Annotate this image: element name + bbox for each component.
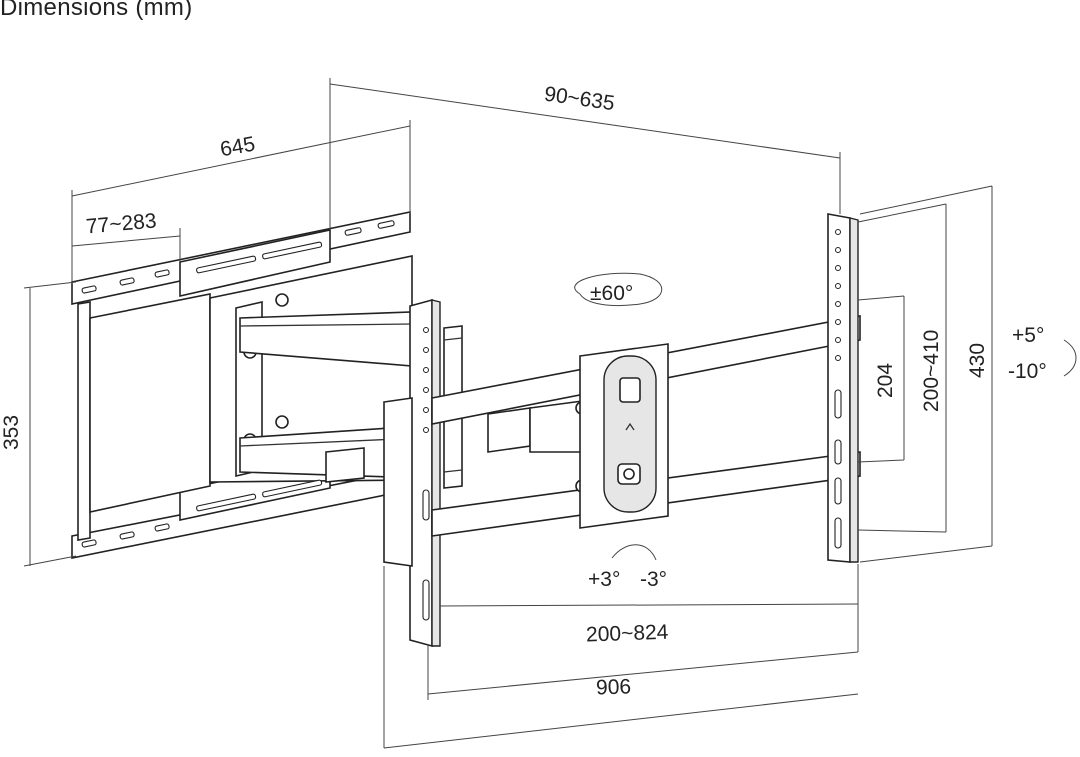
dim-77-283: 77~283 <box>85 209 157 238</box>
dim-906: 906 <box>596 675 632 699</box>
dim-90-635: 90~635 <box>543 83 616 116</box>
dimension-labels: 645 77~283 90~635 353 ±60° 200~824 906 2… <box>0 83 1047 700</box>
top-rail-slots <box>81 220 395 294</box>
dimension-lines <box>23 78 1077 749</box>
bottom-rail-slots <box>81 479 323 548</box>
dim-swivel: ±60° <box>590 282 633 305</box>
tv-bracket-right <box>827 213 859 563</box>
dim-200-824: 200~824 <box>586 621 669 647</box>
dim-645: 645 <box>218 133 257 162</box>
dim-tilt-up: +5° <box>1012 324 1044 347</box>
dim-353: 353 <box>0 415 23 450</box>
dim-rotation-positive: +3° <box>588 568 620 591</box>
dim-rotation-negative: -3° <box>640 568 667 591</box>
center-carriage <box>579 343 669 529</box>
dim-200-410: 200~410 <box>920 330 943 412</box>
dim-204: 204 <box>874 363 897 398</box>
middle-arm-plate <box>383 298 463 648</box>
dim-430: 430 <box>966 343 989 378</box>
dim-tilt-down: -10° <box>1008 360 1047 383</box>
page-title: Dimensions (mm) <box>0 0 193 21</box>
